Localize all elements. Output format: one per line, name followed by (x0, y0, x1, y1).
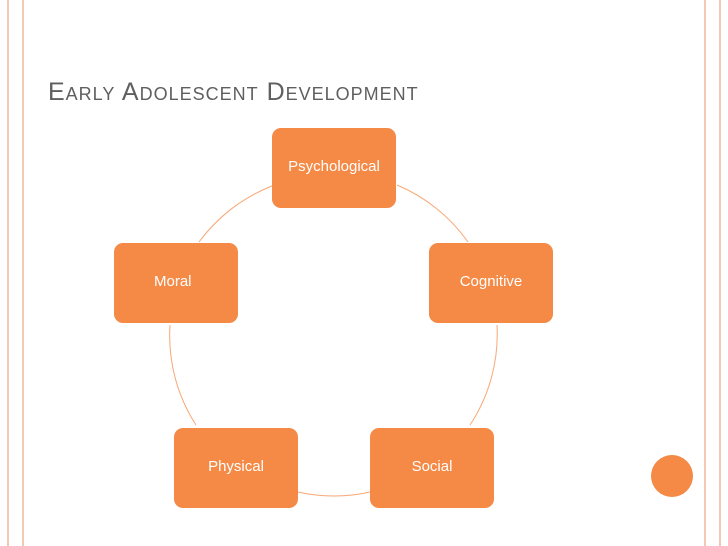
arc-moral-psychological (198, 185, 273, 243)
node-label-cognitive: Cognitive (459, 273, 523, 290)
arc-physical-moral (169, 324, 197, 426)
right-frame-line (719, 0, 721, 546)
arc-psychological-cognitive (396, 184, 469, 243)
node-cognitive: Cognitive (429, 243, 553, 323)
node-label-psychological: Psychological (288, 158, 380, 175)
node-label-physical: Physical (208, 458, 264, 475)
node-psychological: Psychological (272, 128, 396, 208)
node-label-moral: Moral (154, 273, 192, 290)
node-moral: Moral (114, 243, 238, 323)
left-frame-line-inner (22, 0, 24, 546)
node-physical: Physical (174, 428, 298, 508)
decorative-circle (651, 455, 693, 497)
slide-title: Early Adolescent Development (48, 78, 419, 106)
arc-social-physical (297, 491, 371, 497)
right-frame-line-inner (704, 0, 706, 546)
node-label-social: Social (411, 458, 453, 475)
left-frame-line (7, 0, 9, 546)
arc-cognitive-social (469, 324, 498, 426)
node-social: Social (370, 428, 494, 508)
